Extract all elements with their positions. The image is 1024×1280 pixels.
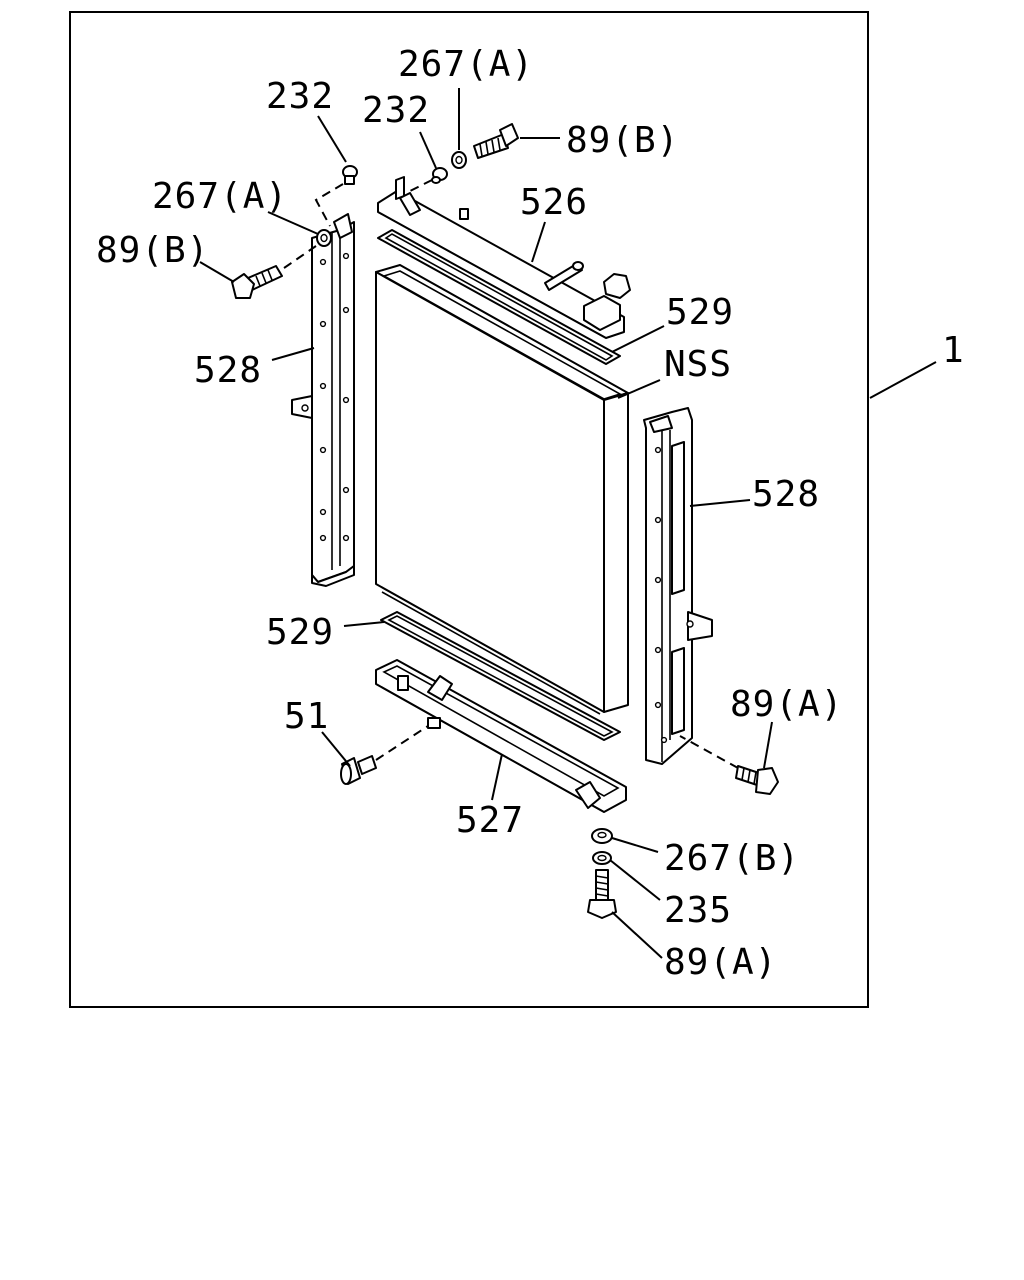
- label-bolt-89b-top: 89(B): [566, 120, 679, 161]
- leader-527: [491, 753, 503, 801]
- leader-232-right: [419, 131, 437, 169]
- bolt-89a-right: [735, 765, 779, 795]
- label-washer-235: 235: [664, 890, 732, 931]
- assembly-line-232-left: [314, 183, 344, 227]
- label-washer-267b: 267(B): [664, 838, 800, 879]
- leader-assembly-1: [869, 361, 937, 399]
- leader-267a-left: [267, 211, 319, 235]
- leader-267b: [611, 837, 659, 853]
- screw-232-left: [342, 165, 358, 185]
- label-bolt-89a-right: 89(A): [730, 684, 843, 725]
- assembly-line-51: [375, 725, 429, 761]
- washer-267a-top: [451, 151, 467, 169]
- label-tank-upper-526: 526: [520, 182, 588, 223]
- leader-232-left: [317, 115, 347, 163]
- washer-235: [592, 851, 612, 865]
- label-seal-529-upper: 529: [666, 292, 734, 333]
- label-core-nss: NSS: [664, 344, 732, 385]
- washer-267a-left: [316, 229, 332, 247]
- label-bolt-89b-left: 89(B): [96, 230, 209, 271]
- label-assembly-1: 1: [942, 330, 965, 371]
- bolt-89a-bottom: [587, 869, 617, 919]
- lower-tank: [375, 659, 627, 813]
- leader-nss: [617, 379, 661, 399]
- drain-plug-51: [340, 755, 377, 785]
- leader-528-left: [271, 347, 315, 361]
- leader-235: [609, 859, 661, 901]
- assembly-line-89b-left: [283, 245, 317, 269]
- label-washer-267a-top: 267(A): [398, 44, 534, 85]
- upper-tank: [377, 176, 631, 339]
- washer-267b: [591, 828, 613, 844]
- leader-529-lower: [343, 621, 385, 627]
- upper-seal: [377, 229, 621, 365]
- leader-528-right: [689, 499, 751, 507]
- label-bracket-528-right: 528: [752, 474, 820, 515]
- label-drain-plug-51: 51: [284, 696, 329, 737]
- radiator-core: [375, 264, 629, 715]
- leader-526: [531, 221, 546, 263]
- right-side-bracket: [643, 407, 713, 765]
- label-screw-232-right: 232: [362, 90, 430, 131]
- leader-89b-left: [199, 261, 235, 283]
- bolt-89b-left: [231, 265, 283, 299]
- label-tank-lower-527: 527: [456, 800, 524, 841]
- diagram-frame: [69, 11, 869, 1008]
- bolt-89b-top: [473, 123, 519, 159]
- left-side-bracket: [291, 213, 355, 587]
- leader-51: [321, 731, 351, 767]
- label-screw-232-left: 232: [266, 76, 334, 117]
- label-bolt-89a-bottom: 89(A): [664, 942, 777, 983]
- lower-seal: [380, 611, 621, 741]
- leader-89a-right: [763, 721, 773, 769]
- label-seal-529-lower: 529: [266, 612, 334, 653]
- screw-232-right: [431, 167, 448, 184]
- leader-89a-bottom: [611, 911, 663, 959]
- label-washer-267a-left: 267(A): [152, 176, 288, 217]
- assembly-line-232-right: [407, 179, 433, 193]
- leader-529-upper: [611, 325, 665, 353]
- label-bracket-528-left: 528: [194, 350, 262, 391]
- assembly-line-89a-right: [679, 735, 739, 769]
